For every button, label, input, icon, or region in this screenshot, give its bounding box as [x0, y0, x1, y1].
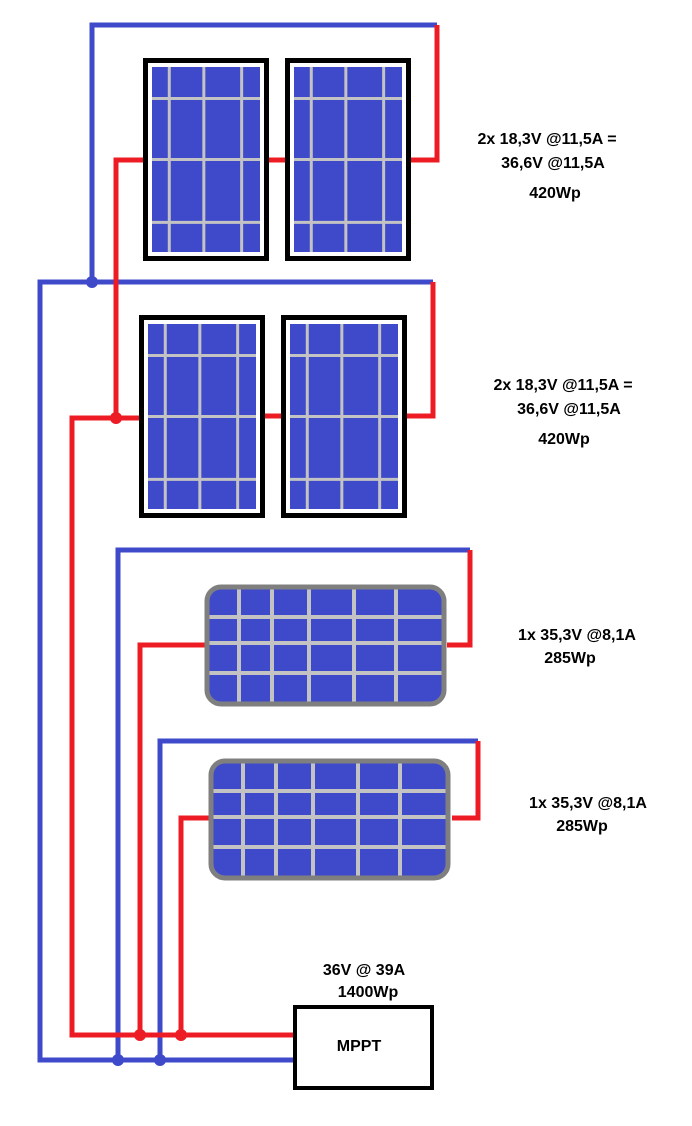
string-1-config: 2x 18,3V @11,5A =	[477, 131, 616, 148]
panel-grid	[211, 761, 448, 878]
positive-wire-string-4-in	[178, 815, 210, 1035]
panel-1a	[143, 58, 269, 261]
mppt-rating-power: 1400Wp	[338, 984, 399, 1001]
mppt-box	[293, 1005, 434, 1090]
negative-wire-main	[37, 279, 433, 1063]
negative-wire-string-1	[89, 22, 437, 282]
mppt-controller: MPPT	[293, 1005, 434, 1090]
junction-dot	[110, 412, 122, 424]
mppt-label: MPPT	[337, 1038, 382, 1055]
panel-grid	[207, 587, 444, 704]
junction-dots	[86, 276, 187, 1066]
panel-cells	[207, 587, 444, 704]
negative-wire-string-4	[157, 738, 478, 1060]
junction-dot	[112, 1054, 124, 1066]
positive-wire-string-3-out	[447, 550, 473, 648]
panel-4	[208, 758, 451, 881]
solar-panels	[139, 58, 451, 881]
string-2-label: 2x 18,3V @11,5A = 36,6V @11,5A 420Wp	[493, 377, 632, 448]
panel-frame	[208, 758, 451, 881]
junction-dot	[175, 1029, 187, 1041]
panel-2b	[281, 315, 407, 518]
panel-frame	[204, 584, 447, 707]
string-3-label: 1x 35,3V @8,1A 285Wp	[518, 627, 636, 667]
mppt-rating-voltage-current: 36V @ 39A	[323, 962, 406, 979]
string-3-config: 1x 35,3V @8,1A	[518, 627, 636, 644]
positive-wire-string-1-in	[113, 157, 145, 418]
junction-dot	[154, 1054, 166, 1066]
junction-dot	[86, 276, 98, 288]
positive-wire-string-1-out	[410, 25, 440, 163]
panel-2a	[139, 315, 265, 518]
string-4-config: 1x 35,3V @8,1A	[529, 795, 647, 812]
junction-dot	[134, 1029, 146, 1041]
string-2-total: 36,6V @11,5A	[517, 401, 621, 418]
string-1-total: 36,6V @11,5A	[501, 155, 605, 172]
string-4-label: 1x 35,3V @8,1A 285Wp	[529, 795, 647, 835]
string-1-label: 2x 18,3V @11,5A = 36,6V @11,5A 420Wp	[477, 131, 616, 202]
positive-wire-string-2-out	[406, 282, 436, 419]
negative-wire-string-3	[115, 547, 470, 1060]
string-3-power: 285Wp	[544, 650, 596, 667]
string-1-power: 420Wp	[529, 185, 581, 202]
negative-wires	[37, 22, 478, 1063]
panel-cells	[211, 761, 448, 878]
string-2-power: 420Wp	[538, 431, 590, 448]
positive-wires	[69, 25, 481, 1038]
panel-3	[204, 584, 447, 707]
positive-wire-string-4-out	[452, 741, 481, 821]
panel-1b	[285, 58, 411, 261]
string-2-config: 2x 18,3V @11,5A =	[493, 377, 632, 394]
positive-wire-string-3-in	[137, 642, 205, 1035]
string-4-power: 285Wp	[556, 818, 608, 835]
